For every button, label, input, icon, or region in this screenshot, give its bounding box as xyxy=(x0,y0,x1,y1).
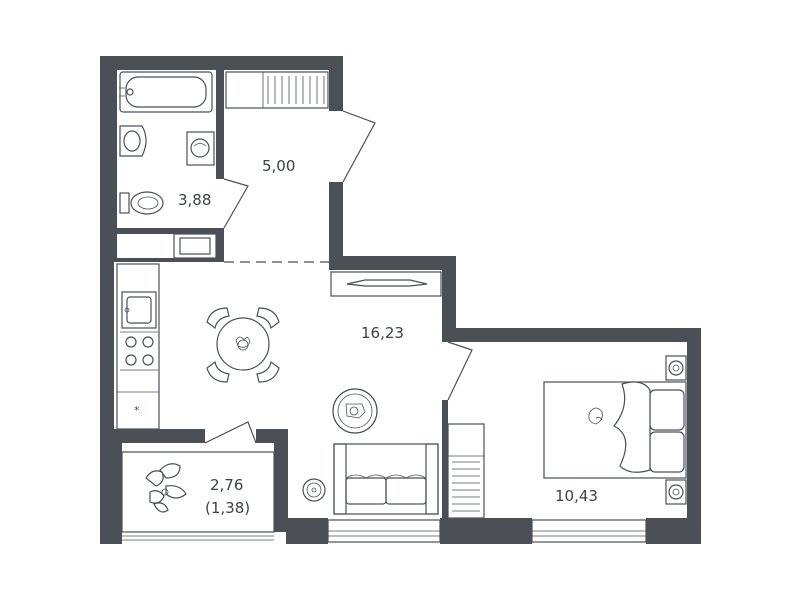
dining-table xyxy=(206,307,280,383)
bedside-tables xyxy=(665,355,687,505)
tv-console xyxy=(330,271,442,297)
balcony-plant xyxy=(145,463,187,513)
toilet xyxy=(119,191,164,215)
walls xyxy=(100,56,701,544)
living-kitchen-area: 16,23 xyxy=(361,324,404,342)
sofa xyxy=(333,443,439,515)
windows xyxy=(327,519,647,543)
coffee-table xyxy=(332,388,378,434)
hallway-wardrobe xyxy=(225,71,329,109)
bedroom-area: 10,43 xyxy=(555,487,598,505)
hanger-lines xyxy=(267,76,325,104)
bedroom-wardrobe xyxy=(447,423,485,519)
kitchen-counter: * xyxy=(116,263,160,430)
utility-cabinet xyxy=(173,233,217,259)
balcony-outline xyxy=(121,451,275,541)
sink xyxy=(119,125,147,157)
floor-lamp xyxy=(302,478,326,502)
balcony-reduced-area: (1,38) xyxy=(205,499,250,517)
room-labels: 3,88 5,00 16,23 10,43 2,76 (1,38) xyxy=(178,157,598,517)
balcony-area: 2,76 xyxy=(210,476,243,494)
bed xyxy=(543,381,687,479)
fridge-mark: * xyxy=(134,404,140,417)
washing-machine xyxy=(186,131,215,166)
bathtub xyxy=(119,71,213,113)
kitchen-sink xyxy=(121,291,157,329)
doors xyxy=(204,110,473,444)
hallway-area: 5,00 xyxy=(262,157,295,175)
bedroom-hanger-lines xyxy=(452,461,480,512)
bathroom-area: 3,88 xyxy=(178,191,211,209)
dining-chairs xyxy=(206,307,280,383)
stove xyxy=(120,331,158,371)
